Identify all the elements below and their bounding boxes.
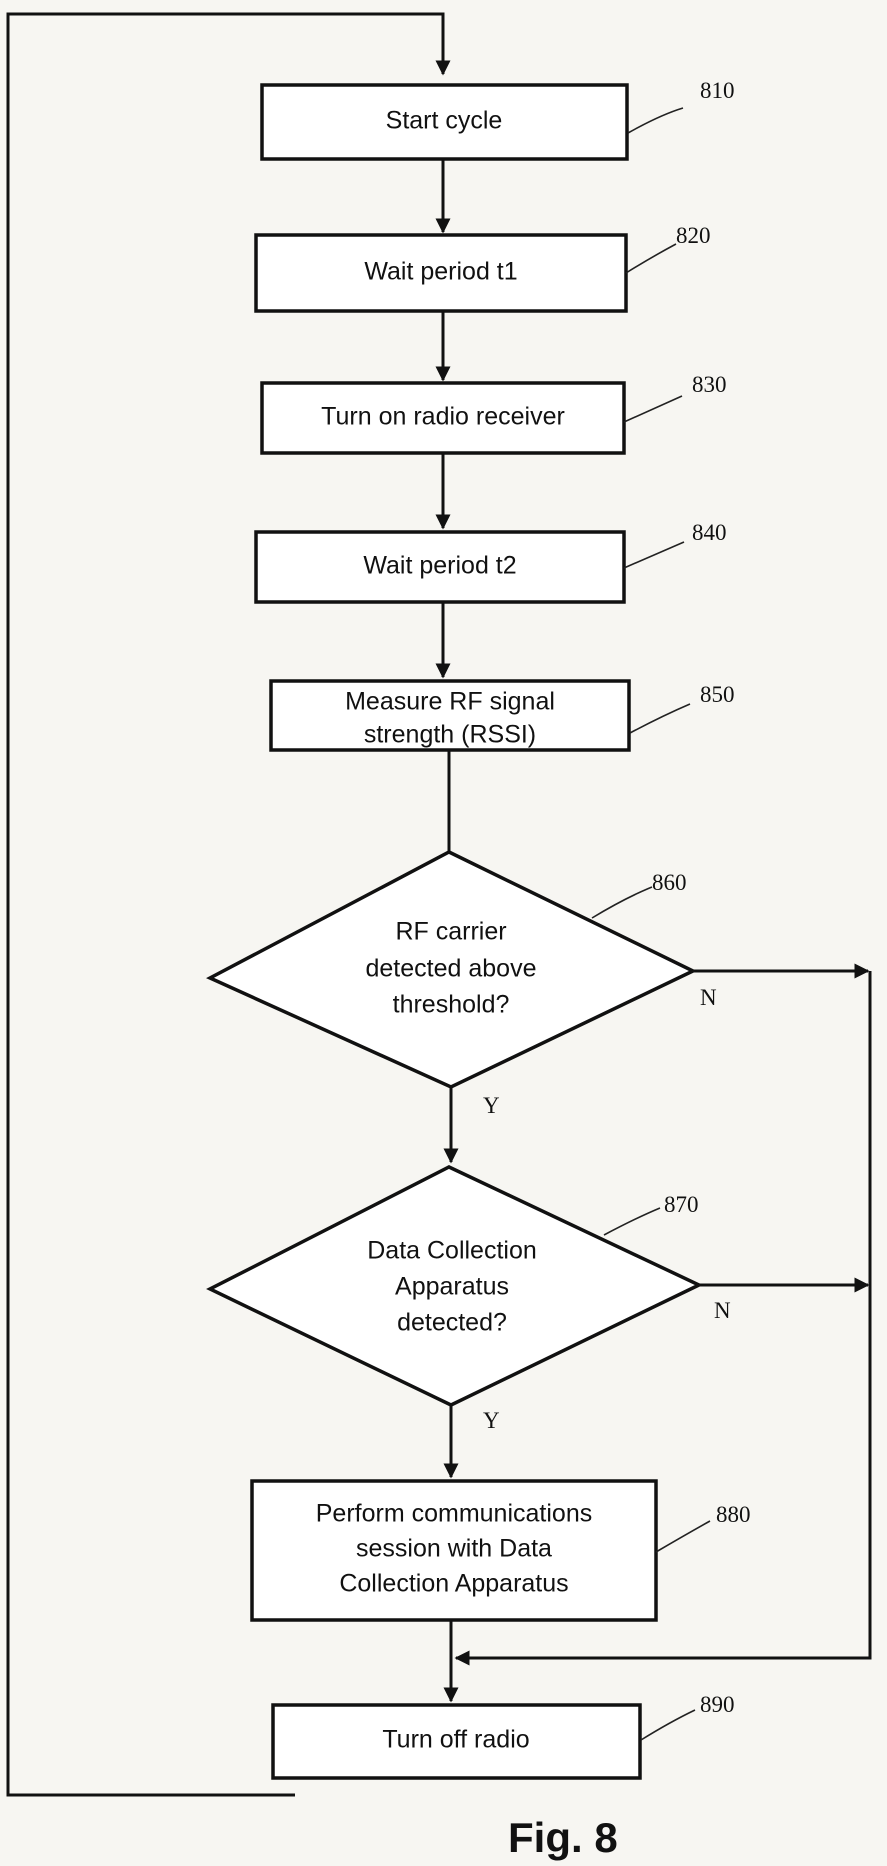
- ref-890: 890: [700, 1692, 735, 1717]
- step-890-label: Turn off radio: [382, 1726, 529, 1754]
- step-840-label: Wait period t2: [363, 552, 516, 580]
- leader-890: [640, 1709, 696, 1741]
- step-850-box: [269, 679, 631, 752]
- leader-860: [591, 886, 653, 919]
- figure-caption: Fig. 8: [508, 1814, 618, 1861]
- step-830-box: [260, 381, 626, 455]
- step-810-box: [260, 83, 629, 161]
- decision-870-line-2: Apparatus: [395, 1273, 509, 1301]
- ref-820: 820: [676, 223, 711, 248]
- decision-860-line-3: threshold?: [393, 991, 510, 1019]
- leader-840: [623, 541, 685, 569]
- decision-860-line-1: RF carrier: [395, 918, 506, 946]
- decision-870-line-3: detected?: [397, 1309, 507, 1337]
- step-820-box: [254, 233, 628, 313]
- ref-850: 850: [700, 682, 735, 707]
- ref-840: 840: [692, 520, 727, 545]
- no-branch-return-rail: [454, 971, 872, 1666]
- step-850-line-1: Measure RF signal: [345, 688, 555, 716]
- decision-870-no-label: N: [714, 1298, 731, 1323]
- step-840-box: [254, 530, 626, 604]
- leader-880: [655, 1520, 711, 1553]
- ref-830: 830: [692, 372, 727, 397]
- step-880-line-2: session with Data: [356, 1535, 552, 1563]
- step-880-box: [250, 1479, 658, 1622]
- ref-810: 810: [700, 78, 735, 103]
- leader-870: [603, 1207, 661, 1236]
- decision-860-yes-label: Y: [483, 1093, 500, 1118]
- leader-810: [627, 107, 684, 134]
- leader-830: [623, 395, 683, 423]
- leader-820: [625, 243, 677, 274]
- ref-870: 870: [664, 1192, 699, 1217]
- decision-860-no-label: N: [700, 985, 717, 1010]
- decision-870-diamond: [206, 1165, 704, 1407]
- step-810-label: Start cycle: [386, 107, 503, 135]
- step-850-line-2: strength (RSSI): [364, 721, 536, 749]
- step-820-label: Wait period t1: [364, 258, 517, 286]
- decision-860-line-2: detected above: [366, 955, 537, 983]
- decision-870-line-1: Data Collection: [367, 1237, 537, 1265]
- decision-870-yes-label: Y: [483, 1408, 500, 1433]
- step-880-line-3: Collection Apparatus: [339, 1570, 568, 1598]
- leader-850: [629, 703, 691, 734]
- ref-860: 860: [652, 870, 687, 895]
- step-830-label: Turn on radio receiver: [321, 403, 565, 431]
- step-880-line-1: Perform communications: [316, 1500, 592, 1528]
- decision-860-diamond: [206, 850, 698, 1089]
- step-890-box: [271, 1703, 642, 1780]
- ref-880: 880: [716, 1502, 751, 1527]
- loop-back-connector: [6, 12, 451, 1797]
